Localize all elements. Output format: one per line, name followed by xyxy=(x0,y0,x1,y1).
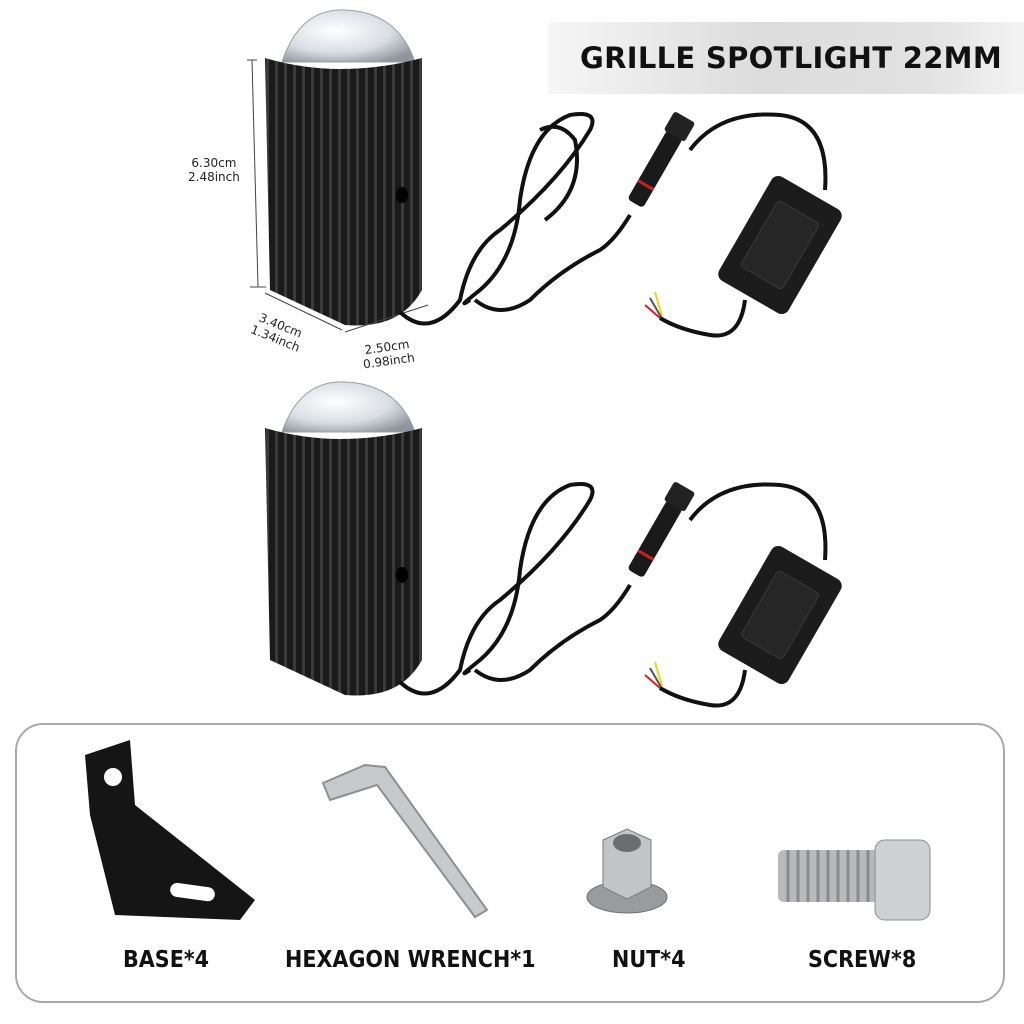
spotlight-unit-1: 6.30cm 2.48inch 3.40cm 1.34inch 2.50cm 0… xyxy=(0,0,1024,380)
dimension-height: 6.30cm 2.48inch xyxy=(188,156,240,184)
page-title: GRILLE SPOTLIGHT 22MM xyxy=(580,41,1002,75)
accessory-label-nut: NUT*4 xyxy=(612,947,686,973)
spotlight-unit-2 xyxy=(0,380,1024,720)
accessory-hex-wrench xyxy=(315,755,515,929)
accessory-label-screw: SCREW*8 xyxy=(808,947,917,973)
nut-icon xyxy=(586,828,668,914)
accessory-label-base: BASE*4 xyxy=(123,947,210,973)
hex-wrench-icon xyxy=(321,763,489,919)
bracket-icon xyxy=(85,740,255,920)
spotlight-illustration-icon xyxy=(265,381,842,708)
accessory-nut xyxy=(585,825,670,924)
spotlight-illustration-icon xyxy=(247,9,842,338)
screw-icon xyxy=(778,839,931,921)
accessory-label-hex-wrench: HEXAGON WRENCH*1 xyxy=(285,947,536,973)
accessory-base xyxy=(75,735,265,929)
accessory-screw xyxy=(770,835,940,929)
title-banner: GRILLE SPOTLIGHT 22MM xyxy=(548,22,1024,94)
